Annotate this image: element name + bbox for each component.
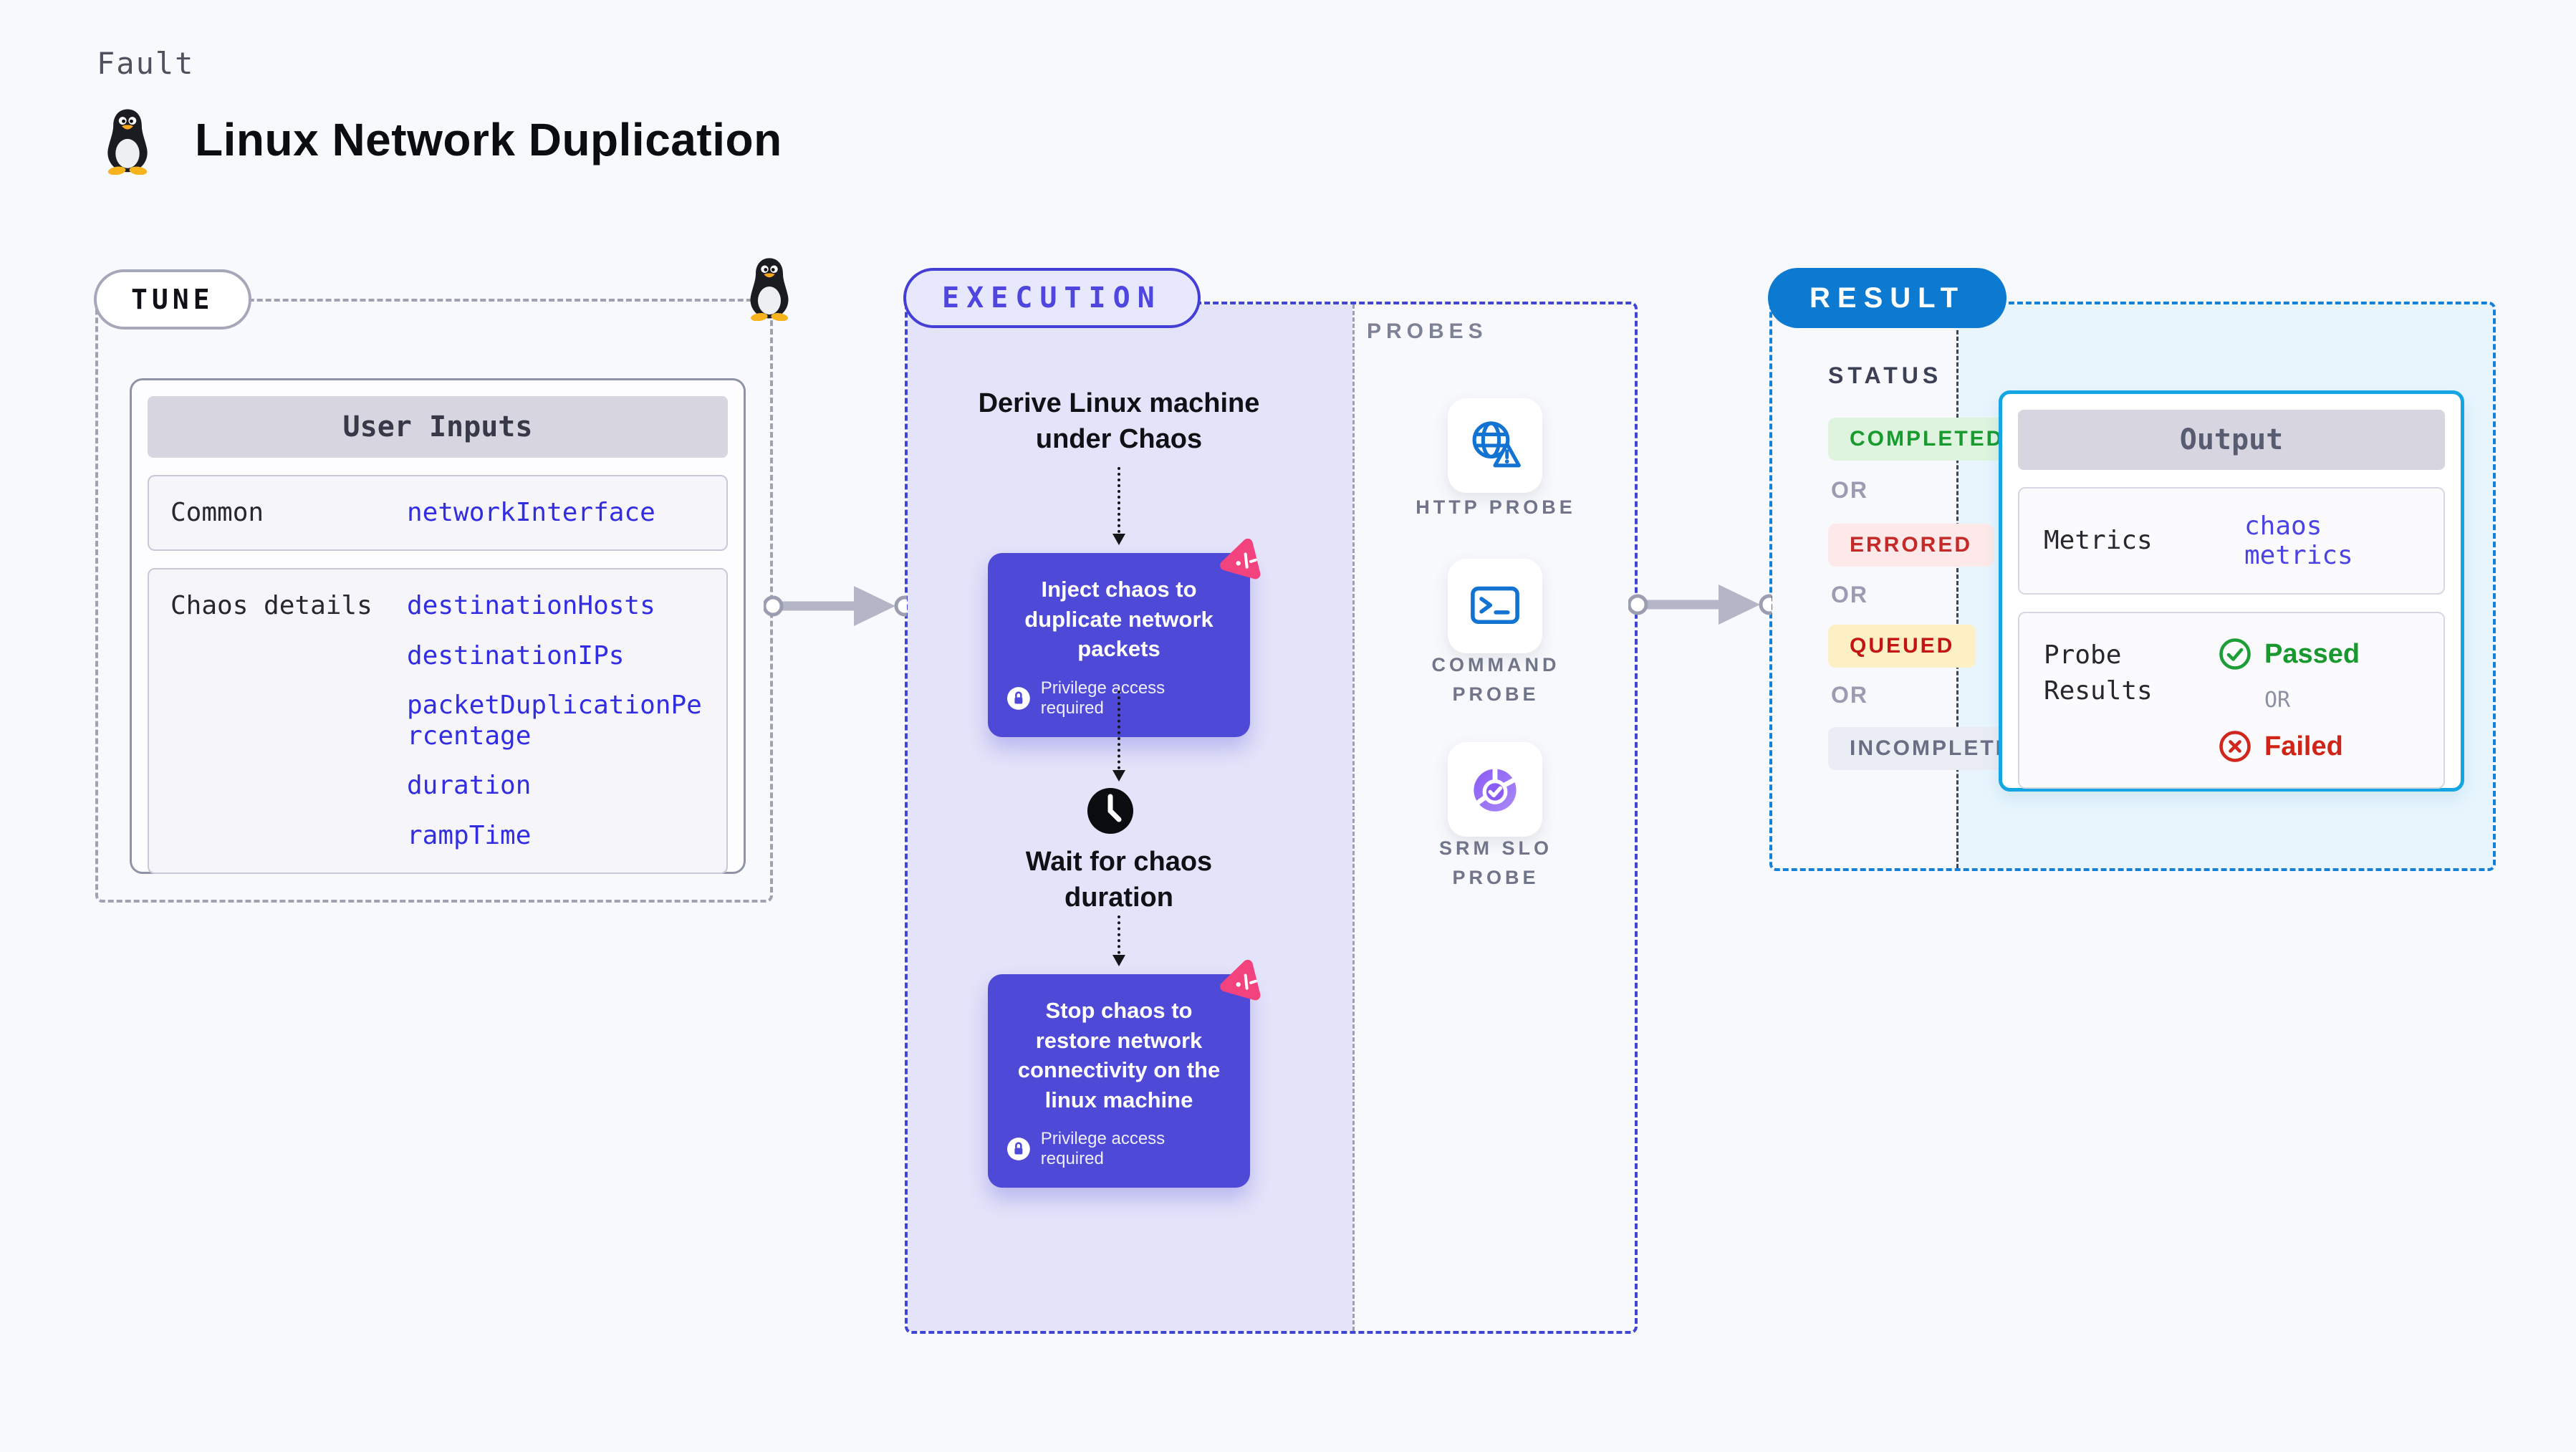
srm-slo-probe-card (1448, 742, 1542, 837)
globe-alert-icon (1472, 421, 1521, 468)
page-title: Linux Network Duplication (195, 114, 782, 165)
probe-label: COMMAND PROBE (1431, 654, 1560, 705)
tune-pill: TUNE (94, 269, 251, 330)
input-value: destinationIPs (407, 640, 625, 670)
slo-pie-icon (1474, 767, 1517, 812)
linux-penguin-icon (750, 258, 789, 321)
or-separator: OR (1831, 582, 1868, 607)
input-row-key: Chaos details (170, 591, 373, 621)
output-header: Output (2018, 410, 2445, 470)
clock-icon (1087, 788, 1133, 834)
metrics-value: chaos metrics (2244, 511, 2353, 570)
http-probe-card (1448, 398, 1542, 493)
lock-icon (1006, 1138, 1030, 1161)
flow-down-arrow (1112, 467, 1125, 545)
x-circle-icon (2219, 731, 2251, 762)
command-probe-card (1448, 559, 1542, 653)
input-value: packetDuplicationPercentage (407, 691, 702, 751)
check-circle-icon (2219, 638, 2251, 670)
chaos-step-label: Stop chaos to restore network connectivi… (1017, 998, 1221, 1112)
fault-kind-label: Fault (97, 46, 195, 81)
step-wait-duration: Wait for chaos duration (1025, 847, 1213, 913)
result-panel (1769, 302, 2496, 871)
status-heading: STATUS (1828, 362, 1943, 388)
input-value: rampTime (407, 820, 532, 850)
or-separator: OR (2264, 688, 2291, 713)
lock-icon (1006, 686, 1030, 710)
or-separator: OR (1831, 477, 1868, 503)
probes-divider (1352, 304, 1355, 1331)
result-pill-label: RESULT (1810, 282, 1966, 314)
output-row-probe-results: Probe Results Passed OR Failed (2018, 612, 2445, 789)
flow-down-arrow (1112, 691, 1125, 782)
terminal-icon (1471, 586, 1519, 624)
output-row-key: Probe Results (2044, 640, 2153, 706)
probe-label: SRM SLO PROBE (1438, 837, 1552, 888)
linux-penguin-icon (107, 109, 148, 175)
input-value: destinationHosts (407, 591, 655, 621)
probes-heading: PROBES (1367, 319, 1488, 343)
output-row-key: Metrics (2044, 525, 2153, 555)
probe-label: HTTP PROBE (1416, 496, 1576, 518)
arrow-right-icon (764, 586, 907, 626)
execution-pill: EXECUTION (903, 268, 1201, 328)
input-row-common: Common networkInterface (148, 475, 728, 552)
status-badge-completed: COMPLETED (1828, 418, 2026, 461)
result-divider (1956, 304, 1959, 868)
user-inputs-header: User Inputs (148, 396, 728, 458)
result-pill: RESULT (1768, 268, 2007, 328)
tune-pill-label: TUNE (131, 284, 214, 315)
probe-result-failed: Failed (2264, 731, 2343, 761)
step-derive-machine: Derive Linux machine under Chaos (978, 388, 1260, 455)
input-value: duration (407, 771, 532, 801)
chaos-icon (1220, 538, 1261, 580)
status-badge-errored: ERRORED (1828, 524, 1994, 567)
chaos-step-label: Inject chaos to duplicate network packet… (1024, 577, 1213, 662)
flow-down-arrow (1112, 915, 1125, 966)
input-row-key: Common (170, 498, 264, 527)
output-row-metrics: Metrics chaos metrics (2018, 487, 2445, 595)
privilege-note: Privilege access required (1040, 678, 1166, 718)
execution-panel (905, 302, 1638, 1334)
step-stop-chaos: Stop chaos to restore network connectivi… (988, 959, 1261, 1188)
probe-result-passed: Passed (2264, 638, 2360, 669)
status-badge-queued: QUEUED (1828, 625, 1976, 668)
input-row-chaos-details: Chaos details destinationHosts destinati… (148, 568, 728, 875)
output-card: Output Metrics chaos metrics Probe Resul… (1999, 390, 2464, 792)
privilege-note: Privilege access required (1040, 1129, 1166, 1169)
user-inputs-card: User Inputs Common networkInterface Chao… (130, 378, 746, 875)
or-separator: OR (1831, 682, 1868, 708)
execution-pill-label: EXECUTION (942, 282, 1162, 314)
arrow-right-icon (1628, 585, 1772, 625)
input-value: networkInterface (407, 498, 655, 527)
chaos-icon (1220, 959, 1261, 1001)
